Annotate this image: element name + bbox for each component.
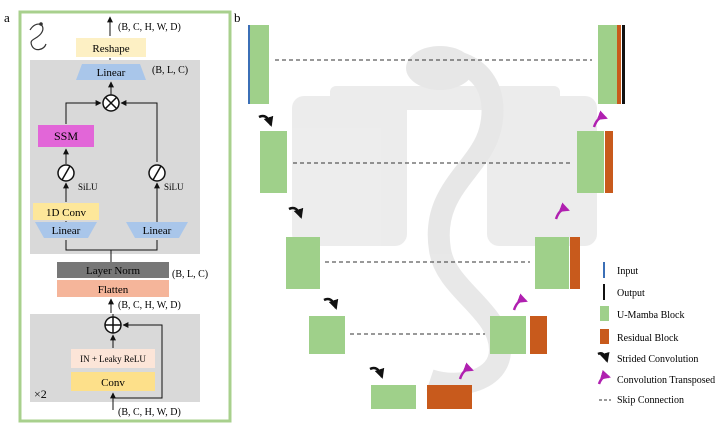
shape-bottom: (B, C, H, W, D) — [118, 407, 181, 418]
linear-left-box — [35, 222, 97, 238]
legend-strided-label: Strided Convolution — [617, 354, 698, 365]
linear-top-box — [76, 64, 146, 80]
conv-label: Conv — [101, 377, 125, 389]
legend: Input Output U-Mamba Block Residual Bloc… — [597, 262, 715, 406]
ssm-box — [38, 125, 94, 147]
ssm-label: SSM — [54, 129, 78, 143]
snake-icon — [29, 22, 47, 51]
strided-conv-arrow-4 — [369, 366, 385, 379]
encoder-block-2 — [260, 131, 287, 193]
bottleneck-residual — [427, 385, 472, 409]
panel-a-label: a — [4, 10, 10, 25]
shape-mid: (B, C, H, W, D) — [118, 300, 181, 311]
layer-norm-box — [57, 262, 169, 278]
legend-skip-label: Skip Connection — [617, 395, 684, 406]
legend-transposed-icon — [597, 369, 611, 385]
legend-input-swatch — [603, 262, 605, 278]
reshape-label: Reshape — [92, 43, 129, 55]
shape-top: (B, C, H, W, D) — [118, 22, 181, 33]
shape-blc-mid: (B, L, C) — [172, 269, 208, 280]
legend-output-swatch — [603, 284, 605, 300]
linear-right-box — [126, 222, 188, 238]
legend-output-label: Output — [617, 288, 645, 299]
encoder-block-3 — [286, 237, 320, 289]
panel-a-frame — [18, 10, 232, 423]
decoder-block-3 — [535, 237, 569, 289]
decoder-residual-3 — [570, 237, 580, 289]
strided-conv-arrow-2 — [288, 206, 304, 219]
reshape-box — [76, 38, 146, 57]
conv-transposed-arrow-4 — [458, 362, 474, 380]
legend-umamba-swatch — [600, 306, 609, 321]
legend-transposed-label: Convolution Transposed — [617, 375, 715, 386]
input-marker — [248, 25, 250, 104]
flatten-box — [57, 280, 169, 297]
in-leaky-box — [71, 349, 155, 368]
decoder-block-1 — [598, 25, 617, 104]
conv-transposed-arrow-3 — [512, 293, 528, 311]
silu-left-label: SiLU — [78, 182, 98, 192]
in-leaky-label: IN + Leaky ReLU — [80, 354, 146, 364]
legend-residual-label: Residual Block — [617, 333, 678, 344]
conv-box — [71, 372, 155, 391]
conv1d-box — [33, 203, 99, 220]
conv1d-label: 1D Conv — [46, 207, 87, 219]
encoder-block-1 — [248, 25, 269, 104]
repeat-label: ×2 — [34, 387, 47, 401]
decoder-block-2 — [577, 131, 604, 193]
encoder-block-4 — [309, 316, 345, 354]
silu-right-label: SiLU — [164, 182, 184, 192]
layer-norm-label: Layer Norm — [86, 265, 141, 277]
decoder-residual-1 — [617, 25, 621, 104]
bottleneck-block — [371, 385, 416, 409]
decoder-block-4 — [490, 316, 526, 354]
legend-umamba-label: U-Mamba Block — [617, 310, 685, 321]
flatten-label: Flatten — [98, 284, 129, 296]
legend-residual-swatch — [600, 329, 609, 344]
strided-conv-arrow-1 — [258, 114, 274, 127]
linear-top-label: Linear — [97, 67, 126, 79]
linear-left-label: Linear — [52, 225, 81, 237]
watermark-cobra — [292, 46, 597, 395]
mamba-block-bg — [30, 60, 200, 254]
shape-blc-top: (B, L, C) — [152, 65, 188, 76]
legend-strided-icon — [597, 351, 610, 363]
output-marker — [622, 25, 625, 104]
decoder-residual-2 — [605, 131, 613, 193]
legend-input-label: Input — [617, 266, 638, 277]
conv-transposed-arrow-2 — [554, 202, 570, 220]
panel-b-label: b — [234, 10, 241, 25]
linear-right-label: Linear — [143, 225, 172, 237]
decoder-residual-4 — [530, 316, 547, 354]
conv-transposed-arrow-1 — [592, 110, 608, 128]
strided-conv-arrow-3 — [323, 297, 339, 310]
